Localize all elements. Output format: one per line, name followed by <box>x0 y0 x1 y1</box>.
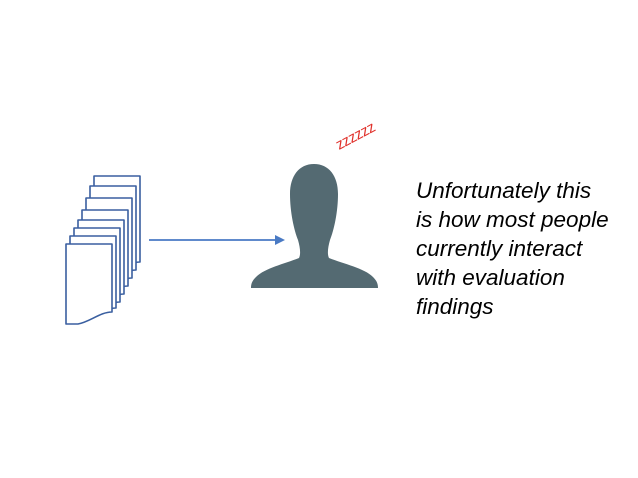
document-stack-icon <box>65 175 141 325</box>
document-page <box>65 243 113 325</box>
caption-line: findings <box>416 294 494 319</box>
caption-line: currently interact <box>416 236 583 261</box>
caption-line: Unfortunately this <box>416 178 592 203</box>
caption-text: Unfortunately this is how most people cu… <box>416 176 636 321</box>
caption-line: is how most people <box>416 207 609 232</box>
sleep-text: zzzzzz <box>333 119 378 154</box>
caption-line: with evaluation <box>416 265 565 290</box>
person-silhouette-icon <box>251 164 378 288</box>
